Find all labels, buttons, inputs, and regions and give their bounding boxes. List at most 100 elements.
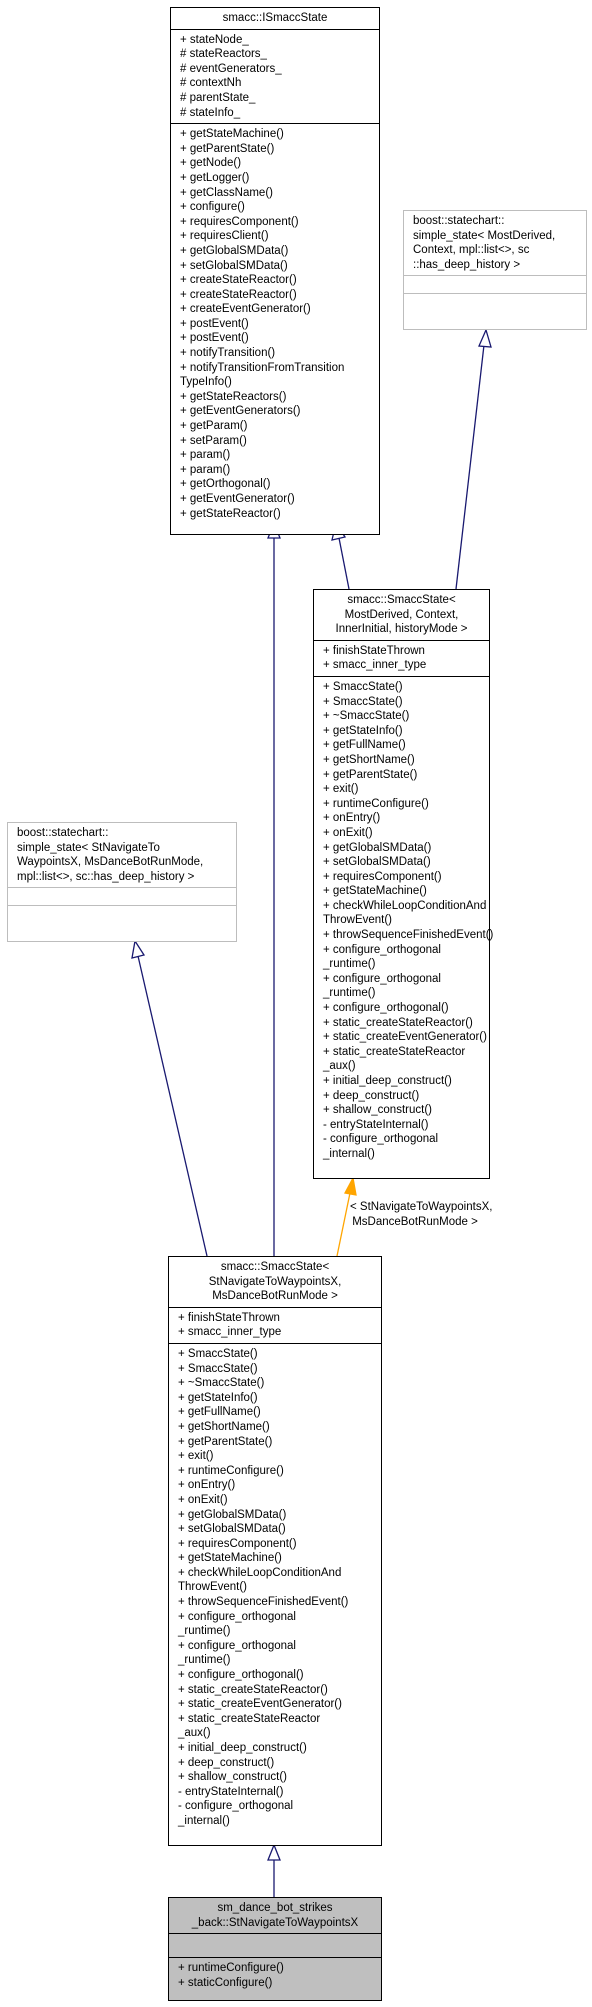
method-entry: + getFullName()	[178, 1406, 261, 1419]
method-entry: + getGlobalSMData()	[323, 841, 432, 854]
class-title: smacc::ISmaccState	[171, 8, 379, 29]
method-entry: ThrowEvent()	[323, 914, 393, 927]
method-list	[8, 905, 236, 923]
method-entry: + getShortName()	[323, 753, 415, 766]
method-entry: + throwSequenceFinishedEvent()	[323, 929, 494, 942]
method-entry: + exit()	[323, 783, 359, 796]
attribute-entry: + stateNode_	[180, 33, 249, 46]
class-node-boost-simple-state-generic[interactable]: boost::statechart::simple_state< MostDer…	[403, 210, 587, 330]
class-node-ismaccstate[interactable]: smacc::ISmaccState + stateNode_# stateRe…	[170, 7, 380, 535]
method-entry: _runtime()	[323, 987, 376, 1000]
attribute-entry: # stateInfo_	[180, 106, 241, 119]
attribute-list	[169, 1933, 381, 1957]
method-entry: + SmaccState()	[178, 1347, 258, 1360]
method-entry: + checkWhileLoopConditionAnd	[323, 899, 487, 912]
method-entry: + getFullName()	[323, 739, 406, 752]
method-entry: + static_createStateReactor	[323, 1045, 466, 1058]
method-entry: + getEventGenerator()	[180, 493, 295, 505]
class-title: smacc::SmaccState<StNavigateToWaypointsX…	[169, 1257, 381, 1307]
method-entry: - entryStateInternal()	[323, 1118, 429, 1131]
attribute-list: + finishStateThrown+ smacc_inner_type	[169, 1306, 381, 1343]
class-node-boost-simple-state-specific[interactable]: boost::statechart::simple_state< StNavig…	[7, 822, 237, 942]
method-entry: + staticConfigure()	[178, 1976, 273, 1989]
method-entry: + getGlobalSMData()	[178, 1508, 287, 1521]
class-title: boost::statechart::simple_state< StNavig…	[8, 823, 236, 887]
attribute-list	[8, 887, 236, 905]
method-entry: + getParentState()	[180, 142, 275, 155]
method-entry: _runtime()	[178, 1654, 231, 1667]
attribute-entry: + finishStateThrown	[323, 644, 425, 657]
edge-template-instantiation	[336, 1192, 351, 1257]
class-title-line: MostDerived, Context,	[344, 608, 459, 621]
method-entry: + createStateReactor()	[180, 274, 297, 287]
method-entry: + setGlobalSMData()	[178, 1523, 286, 1536]
attribute-entry: + smacc_inner_type	[178, 1326, 282, 1339]
method-entry: _internal()	[178, 1814, 230, 1827]
method-entry: + postEvent()	[180, 332, 249, 345]
method-entry: + getStateInfo()	[323, 724, 403, 737]
method-entry: + createEventGenerator()	[180, 303, 311, 316]
method-entry: + checkWhileLoopConditionAnd	[178, 1566, 342, 1579]
class-node-stnavigatetowaypointsx[interactable]: sm_dance_bot_strikes_back::StNavigateToW…	[168, 1897, 382, 2001]
method-entry: + setGlobalSMData()	[323, 856, 431, 869]
method-entry: - configure_orthogonal	[323, 1133, 439, 1146]
method-entry: + getParam()	[180, 420, 248, 433]
method-entry: + getStateReactor()	[180, 507, 281, 520]
inheritance-arrowhead	[478, 328, 492, 348]
method-entry: + getParentState()	[323, 768, 418, 781]
method-entry: + configure_orthogonal()	[323, 1002, 449, 1015]
class-title-line: sm_dance_bot_strikes	[217, 1902, 333, 1914]
class-node-smaccstate-instance[interactable]: smacc::SmaccState<StNavigateToWaypointsX…	[168, 1256, 382, 1846]
attribute-list: + stateNode_# stateReactors_# eventGener…	[171, 28, 379, 124]
template-arrowhead	[344, 1176, 357, 1196]
method-entry: _runtime()	[323, 958, 376, 971]
method-entry: + runtimeConfigure()	[178, 1962, 284, 1975]
method-entry: _aux()	[323, 1060, 356, 1073]
class-title-line: mpl::list<>, sc::has_deep_history >	[17, 870, 195, 883]
class-title: boost::statechart::simple_state< MostDer…	[404, 211, 586, 275]
method-entry: + param()	[180, 463, 231, 476]
class-title-line: smacc::SmaccState<	[220, 1261, 330, 1273]
class-title-line: StNavigateToWaypointsX,	[208, 1275, 342, 1288]
method-entry: + requiresComponent()	[178, 1537, 297, 1550]
method-entry: + static_createStateReactor	[178, 1712, 321, 1725]
method-entry: + runtimeConfigure()	[178, 1464, 284, 1477]
method-list: + SmaccState()+ SmaccState()+ ~SmaccStat…	[169, 1342, 381, 1832]
method-entry: + requiresComponent()	[180, 215, 299, 228]
method-entry: + getClassName()	[180, 186, 273, 199]
method-entry: + deep_construct()	[178, 1756, 275, 1769]
attribute-list	[404, 275, 586, 293]
class-title-line: smacc::ISmaccState	[222, 12, 328, 24]
method-entry: + configure_orthogonal	[178, 1610, 296, 1623]
attribute-entry: # contextNh	[180, 77, 242, 90]
class-title-line: simple_state< StNavigateTo	[17, 841, 160, 854]
class-title-line: ::has_deep_history >	[413, 258, 521, 271]
method-entry: + static_createEventGenerator()	[178, 1698, 342, 1711]
method-entry: + deep_construct()	[323, 1089, 420, 1102]
method-entry: _internal()	[323, 1147, 375, 1160]
class-title-line: boost::statechart::	[17, 827, 109, 839]
method-entry: + setParam()	[180, 434, 247, 447]
method-entry: + static_createEventGenerator()	[323, 1031, 487, 1044]
method-entry: + configure()	[180, 201, 245, 214]
method-entry: + configure_orthogonal()	[178, 1669, 304, 1682]
method-list: + runtimeConfigure()+ staticConfigure()	[169, 1957, 381, 1993]
class-title-line: MsDanceBotRunMode >	[212, 1290, 338, 1303]
method-entry: + onEntry()	[178, 1479, 236, 1492]
method-entry: + configure_orthogonal	[323, 943, 441, 956]
method-entry: + getParentState()	[178, 1435, 273, 1448]
method-entry: + getOrthogonal()	[180, 478, 271, 491]
method-entry: + getStateReactors()	[180, 390, 287, 403]
edge-smaccstate-instance-to-boost-specific	[137, 955, 208, 1257]
method-entry: _aux()	[178, 1727, 211, 1740]
class-title-line: InnerInitial, historyMode >	[335, 623, 468, 636]
method-entry: + createStateReactor()	[180, 288, 297, 301]
class-node-smaccstate-template[interactable]: smacc::SmaccState<MostDerived, Context,I…	[313, 589, 494, 1179]
inheritance-arrowhead	[267, 1843, 281, 1861]
method-entry: + param()	[180, 449, 231, 462]
method-entry: + static_createStateReactor()	[323, 1016, 473, 1029]
method-entry: + getStateMachine()	[323, 885, 427, 898]
method-entry: + getShortName()	[178, 1420, 270, 1433]
method-entry: - entryStateInternal()	[178, 1785, 284, 1798]
method-entry: + shallow_construct()	[178, 1771, 287, 1784]
